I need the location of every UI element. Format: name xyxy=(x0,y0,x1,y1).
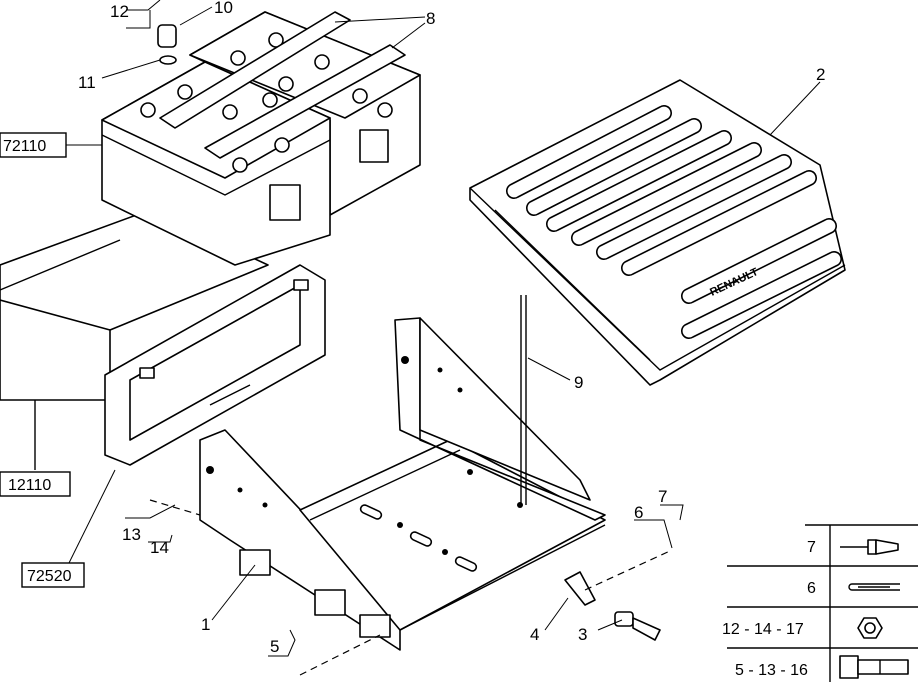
legend-row-3-label: 12 - 14 - 17 xyxy=(722,621,804,638)
callout-7: 7 xyxy=(658,487,667,506)
threaded-rod xyxy=(520,295,527,505)
legend-row-2-label: 6 xyxy=(807,580,816,597)
callout-5: 5 xyxy=(270,637,279,656)
fastener-legend: 7 6 12 - 14 - 17 5 - 13 - 16 xyxy=(722,524,918,682)
rivet-icon xyxy=(840,539,899,555)
latch-parts xyxy=(564,571,661,641)
callout-8: 8 xyxy=(426,9,435,28)
callout-12: 12 xyxy=(110,2,129,21)
leader-lines xyxy=(66,0,821,657)
callout-6: 6 xyxy=(634,503,643,522)
reference-12110-label: 12110 xyxy=(8,477,51,494)
reference-12110: 12110 xyxy=(0,471,71,497)
rear-bracket xyxy=(104,264,326,466)
callout-2: 2 xyxy=(816,65,825,84)
callout-14: 14 xyxy=(150,538,169,557)
callout-11: 11 xyxy=(78,73,96,92)
reference-72110-label: 72110 xyxy=(3,138,46,155)
nut-icon xyxy=(857,617,883,639)
callout-10: 10 xyxy=(214,0,233,17)
callout-4: 4 xyxy=(530,625,539,644)
bolt-icon xyxy=(839,655,909,679)
callout-13: 13 xyxy=(122,525,141,544)
reference-72110: 72110 xyxy=(0,132,67,158)
battery-cover: RENAULT xyxy=(469,79,846,386)
legend-row-4-label: 5 - 13 - 16 xyxy=(735,662,808,679)
callout-3: 3 xyxy=(578,625,587,644)
callout-9: 9 xyxy=(574,373,583,392)
split-pin-icon xyxy=(848,583,900,591)
reference-72520-label: 72520 xyxy=(27,568,72,585)
battery-tray xyxy=(199,317,606,651)
callout-1: 1 xyxy=(201,615,210,634)
battery-pair xyxy=(101,11,421,266)
legend-row-1-label: 7 xyxy=(807,539,816,556)
reference-72520: 72520 xyxy=(21,562,85,588)
